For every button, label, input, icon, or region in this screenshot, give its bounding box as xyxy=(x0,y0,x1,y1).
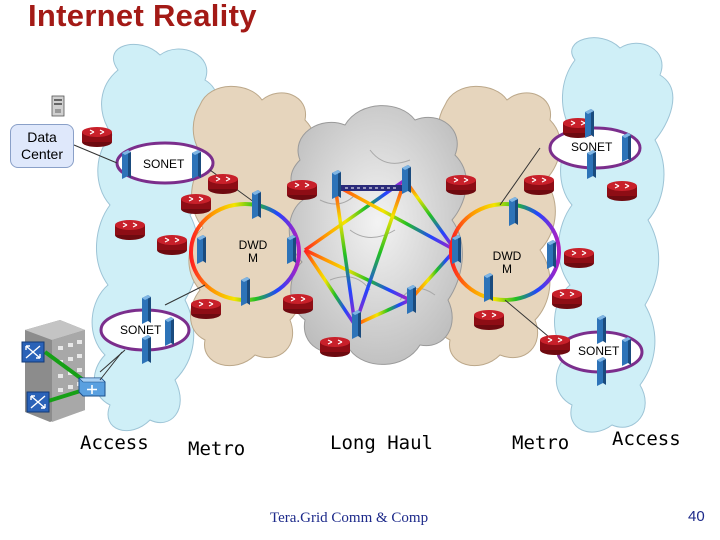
switch-icon xyxy=(26,391,50,413)
adm-icon xyxy=(509,197,518,226)
long-haul-mesh xyxy=(303,178,457,327)
dwdm-label-right: DWD M xyxy=(492,250,522,276)
dwdm-label-right-line1: DWD xyxy=(492,249,522,263)
router-icon xyxy=(539,334,571,356)
page-title: Internet Reality xyxy=(28,0,257,33)
adm-icon xyxy=(407,285,416,314)
server-icon xyxy=(51,95,65,117)
router-icon xyxy=(606,180,638,202)
region-label-long-haul: Long Haul xyxy=(330,432,433,454)
router-icon xyxy=(319,336,351,358)
adm-icon xyxy=(585,109,594,138)
router-icon xyxy=(282,293,314,315)
adm-icon xyxy=(165,317,174,346)
dwdm-label-left-line1: DWD xyxy=(238,238,268,252)
data-center-text: Data Center xyxy=(20,129,64,162)
access-switch-icon xyxy=(78,377,106,397)
adm-icon xyxy=(142,335,151,364)
adm-icon xyxy=(622,133,631,162)
adm-icon xyxy=(287,235,296,264)
adm-icon xyxy=(332,170,341,199)
adm-icon xyxy=(452,235,461,264)
adm-icon xyxy=(192,150,201,179)
access-uplink xyxy=(99,351,123,381)
page-number: 40 xyxy=(688,508,705,525)
router-icon xyxy=(207,173,239,195)
router-icon xyxy=(190,298,222,320)
adm-icon xyxy=(252,190,261,219)
adm-icon xyxy=(122,150,131,179)
router-icon xyxy=(551,288,583,310)
router-icon xyxy=(563,247,595,269)
router-icon xyxy=(180,193,212,215)
data-center-label: Data Center xyxy=(10,124,74,168)
region-label-access-right: Access xyxy=(612,428,681,450)
adm-icon xyxy=(622,337,631,366)
dwdm-label-left-line2: M xyxy=(248,251,258,265)
adm-icon xyxy=(402,165,411,194)
router-icon xyxy=(114,219,146,241)
adm-icon xyxy=(241,277,250,306)
dwdm-label-right-line2: M xyxy=(502,262,512,276)
adm-icon xyxy=(142,295,151,324)
adm-icon xyxy=(587,150,596,179)
adm-icon xyxy=(547,240,556,269)
switch-icon xyxy=(21,341,45,363)
long-haul-cloud xyxy=(288,105,467,365)
router-icon xyxy=(81,126,113,148)
adm-icon xyxy=(484,273,493,302)
sonet-label-bottom-left: SONET xyxy=(120,323,162,337)
adm-icon xyxy=(352,310,361,339)
router-icon xyxy=(445,174,477,196)
footer-text: Tera.Grid Comm & Comp xyxy=(270,510,429,526)
region-label-metro-left: Metro xyxy=(188,438,246,460)
sonet-label-bottom-right: SONET xyxy=(578,344,620,358)
sonet-label-top-left: SONET xyxy=(143,157,185,171)
adm-icon xyxy=(597,315,606,344)
sonet-label-top-right: SONET xyxy=(571,140,613,154)
adm-icon xyxy=(597,357,606,386)
access-cloud-right xyxy=(554,37,674,433)
region-label-access-left: Access xyxy=(80,432,149,454)
router-icon xyxy=(156,234,188,256)
adm-icon xyxy=(197,235,206,264)
router-icon xyxy=(473,309,505,331)
dwdm-label-left: DWD M xyxy=(238,239,268,265)
router-icon xyxy=(286,179,318,201)
router-icon xyxy=(523,174,555,196)
region-label-metro-right: Metro xyxy=(512,432,570,454)
